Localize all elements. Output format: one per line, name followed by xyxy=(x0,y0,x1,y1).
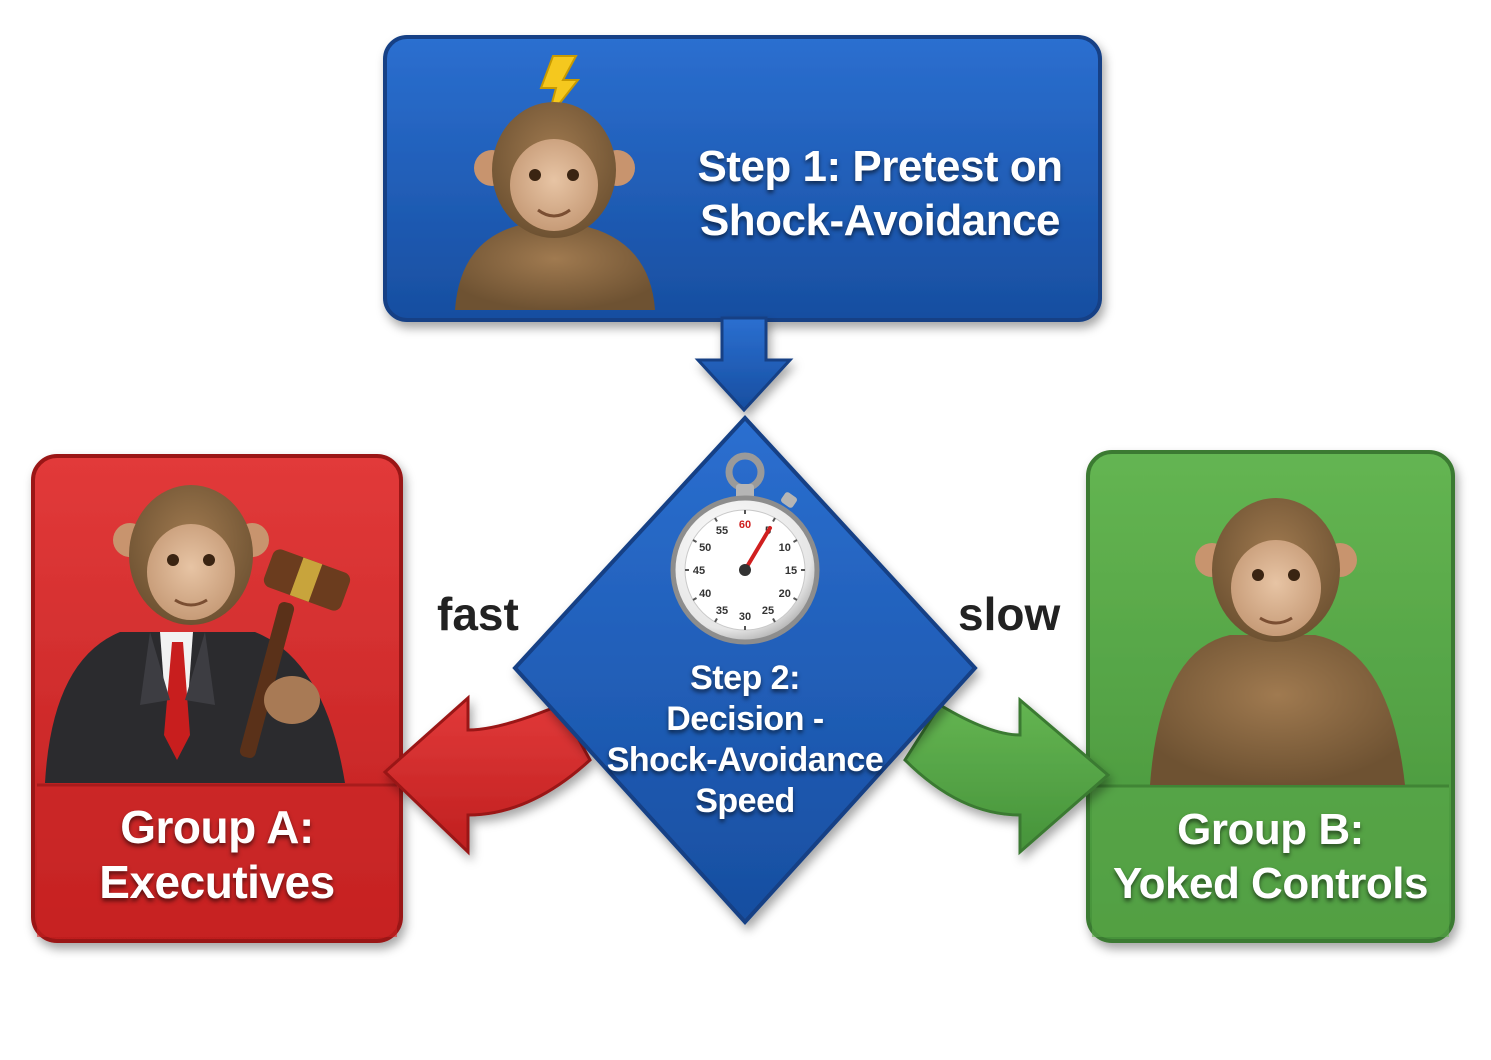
stopwatch-tick xyxy=(772,618,776,623)
stopwatch-number: 25 xyxy=(762,605,774,617)
group-b-label: Group B: Yoked Controls xyxy=(1092,803,1449,911)
arrow-to-group-a xyxy=(382,694,592,856)
step2-label-line3: Shock-Avoidance xyxy=(606,741,884,779)
stopwatch-tick xyxy=(692,597,697,601)
step1-label-line2: Shock-Avoidance xyxy=(699,196,1061,245)
stopwatch-number: 45 xyxy=(693,565,705,577)
stopwatch-number: 60 xyxy=(739,519,751,531)
stopwatch-icon: 60510152025303540455055 xyxy=(670,452,820,645)
stopwatch-number: 20 xyxy=(779,588,791,600)
step1-label-line1: Step 1: Pretest on xyxy=(697,142,1063,191)
stopwatch-number: 55 xyxy=(716,525,728,537)
stopwatch-number: 10 xyxy=(779,542,791,554)
stopwatch-number: 15 xyxy=(785,565,797,577)
stopwatch-tick xyxy=(692,539,697,543)
group-a-label-line1: Group A: xyxy=(120,801,314,853)
stopwatch-tick xyxy=(772,517,776,522)
monkey-icon xyxy=(1150,498,1405,785)
monkey-icon xyxy=(455,102,655,310)
arrow-step1-to-step2 xyxy=(694,316,794,413)
step2-label-line1: Step 2: xyxy=(690,659,800,697)
stopwatch-number: 30 xyxy=(739,611,751,623)
gavel-icon xyxy=(239,549,351,758)
stopwatch-number: 35 xyxy=(716,605,728,617)
group-a-label: Group A: Executives xyxy=(37,800,397,910)
group-b-label-line2: Yoked Controls xyxy=(1113,859,1428,908)
step2-diamond xyxy=(512,415,978,925)
stopwatch-tick xyxy=(793,597,798,601)
stopwatch-number: 50 xyxy=(699,542,711,554)
group-a-label-line2: Executives xyxy=(99,856,335,908)
stopwatch-number: 40 xyxy=(699,588,711,600)
group-b-label-line1: Group B: xyxy=(1177,805,1364,854)
step2-label: Step 2: Decision - Shock-Avoidance Speed xyxy=(595,658,895,822)
stopwatch-tick xyxy=(793,539,798,543)
stopwatch-tick xyxy=(714,618,718,623)
arrow-to-group-b xyxy=(903,696,1111,856)
stopwatch-tick xyxy=(714,517,718,522)
edge-label-slow: slow xyxy=(958,588,1061,640)
step2-label-line4: Speed xyxy=(695,782,795,820)
step2-label-line2: Decision - xyxy=(666,700,824,738)
step1-label: Step 1: Pretest on Shock-Avoidance xyxy=(680,140,1080,248)
lightning-icon xyxy=(539,55,581,119)
edge-label-fast: fast xyxy=(437,588,519,640)
